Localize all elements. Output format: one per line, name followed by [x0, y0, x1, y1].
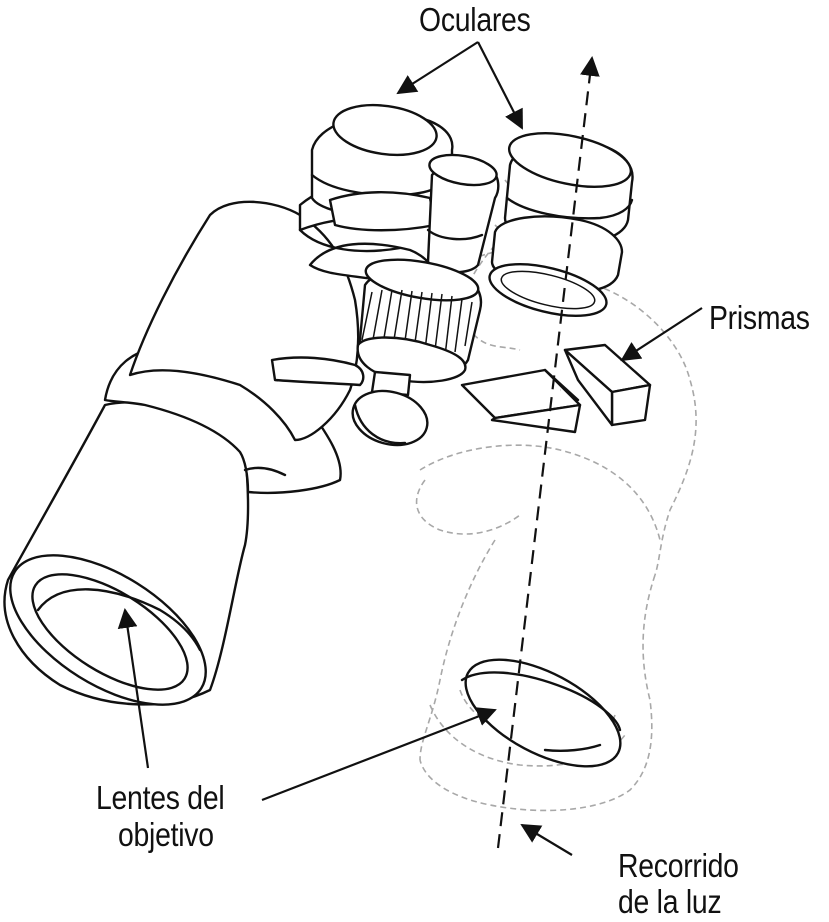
- label-oculares: Oculares: [419, 1, 531, 38]
- focus-assembly: [351, 153, 500, 447]
- oculares-pointer-left: [396, 41, 479, 95]
- right-eyepiece: [488, 132, 634, 318]
- oculares-pointer-right: [477, 41, 523, 130]
- prismas-pointer: [620, 307, 703, 362]
- label-recorrido-line1: Recorrido: [618, 847, 739, 884]
- lentes-pointer-left: [117, 608, 150, 769]
- recorrido-pointer: [520, 823, 573, 856]
- label-lentes-line2: objetivo: [118, 816, 214, 853]
- left-barrel: [3, 200, 360, 706]
- pointer-lines: [117, 41, 703, 856]
- lentes-pointer-right: [261, 707, 497, 802]
- objective-lens: [460, 658, 622, 768]
- light-path-axis: [496, 56, 600, 849]
- label-prismas: Prismas: [709, 299, 810, 336]
- label-lentes-line1: Lentes del: [96, 779, 225, 816]
- label-recorrido-line2: de la luz: [618, 883, 722, 920]
- left-eyepiece: [310, 103, 454, 232]
